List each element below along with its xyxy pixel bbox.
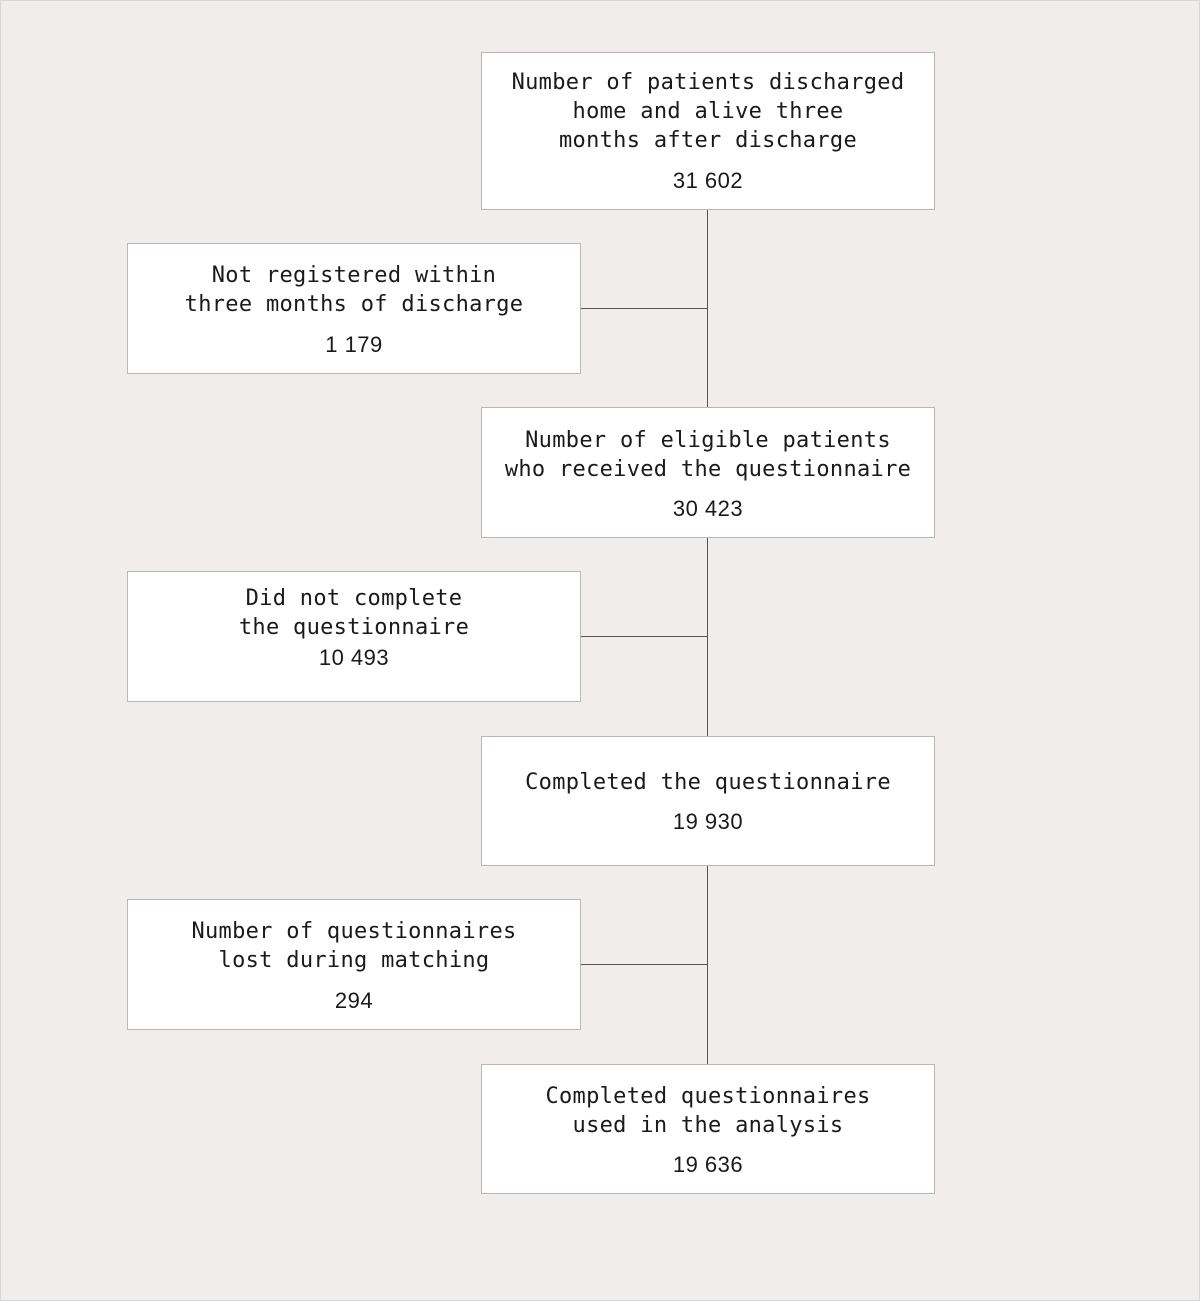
box-used-in-analysis: Completed questionnaires used in the ana… — [481, 1064, 935, 1194]
box-not-registered-count: 1 179 — [325, 332, 383, 357]
box-received-questionnaire-label: Number of eligible patients who received… — [504, 428, 912, 482]
box-completed-questionnaire-count: 19 930 — [672, 809, 744, 834]
box-did-not-complete-count: 10 493 — [318, 645, 390, 670]
connector-exclusion-1 — [580, 308, 708, 309]
box-lost-during-matching: Number of questionnaires lost during mat… — [127, 899, 581, 1030]
box-received-questionnaire: Number of eligible patients who received… — [481, 407, 935, 538]
box-not-registered: Not registered within three months of di… — [127, 243, 581, 374]
box-did-not-complete: Did not complete the questionnaire 10 49… — [127, 571, 581, 702]
box-discharged-alive: Number of patients discharged home and a… — [481, 52, 935, 210]
box-completed-questionnaire: Completed the questionnaire 19 930 — [481, 736, 935, 866]
box-completed-questionnaire-label: Completed the questionnaire — [525, 770, 891, 795]
connector-exclusion-2 — [580, 636, 708, 637]
box-not-registered-label: Not registered within three months of di… — [184, 263, 524, 317]
box-used-in-analysis-count: 19 636 — [672, 1152, 744, 1177]
box-discharged-alive-label: Number of patients discharged home and a… — [511, 70, 905, 153]
box-did-not-complete-label: Did not complete the questionnaire — [238, 586, 470, 640]
box-received-questionnaire-count: 30 423 — [672, 496, 744, 521]
box-used-in-analysis-label: Completed questionnaires used in the ana… — [545, 1084, 871, 1138]
box-lost-during-matching-label: Number of questionnaires lost during mat… — [191, 919, 517, 973]
box-discharged-alive-count: 31 602 — [672, 168, 744, 193]
box-lost-during-matching-count: 294 — [334, 988, 374, 1013]
connector-exclusion-3 — [580, 964, 708, 965]
